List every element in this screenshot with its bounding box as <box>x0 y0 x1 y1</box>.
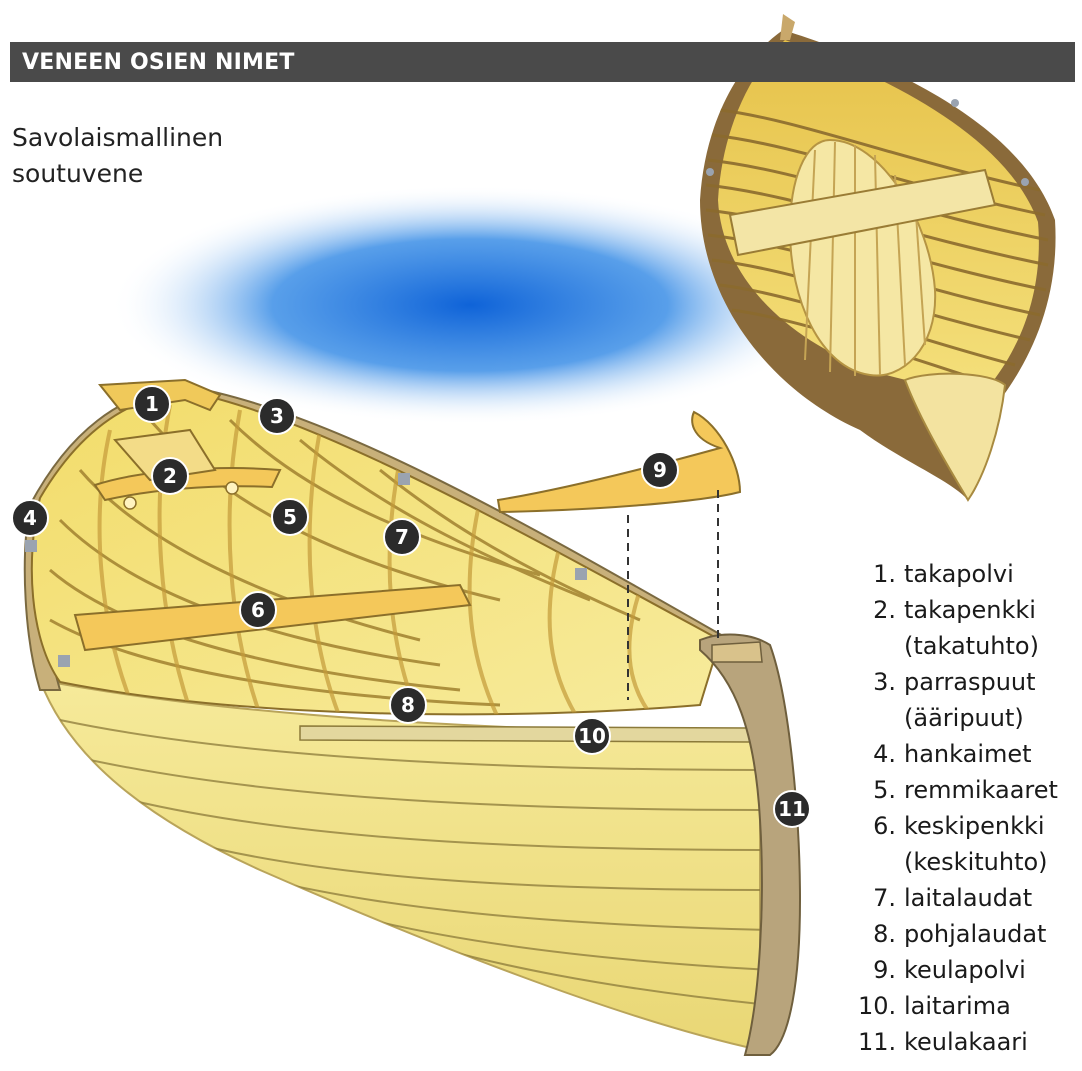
legend-name: parraspuut <box>904 668 1036 696</box>
legend-item: 1. takapolvi <box>858 556 1073 592</box>
parts-legend: 1. takapolvi 2. takapenkki (takatuhto)3. parr… <box>858 556 1073 1060</box>
legend-name: takapenkki <box>904 596 1036 624</box>
part-marker-9: 9 <box>642 452 678 488</box>
part-marker-2: 2 <box>152 458 188 494</box>
marker-label: 10 <box>578 724 606 748</box>
legend-name: laitalaudat <box>904 884 1032 912</box>
legend-alt-name: (ääripuut) <box>904 700 1036 736</box>
legend-name: keulapolvi <box>904 956 1026 984</box>
legend-number: 8. <box>858 916 896 952</box>
part-marker-3: 3 <box>259 398 295 434</box>
subtitle: Savolaismallinen soutuvene <box>12 120 223 192</box>
legend-name: remmikaaret <box>904 776 1058 804</box>
legend-item: 10. laitarima <box>858 988 1073 1024</box>
part-marker-5: 5 <box>272 499 308 535</box>
legend-number: 6. <box>858 808 896 880</box>
marker-label: 1 <box>145 392 159 416</box>
marker-label: 2 <box>163 464 177 488</box>
part-marker-1: 1 <box>134 386 170 422</box>
part-marker-8: 8 <box>390 687 426 723</box>
legend-name: pohjalaudat <box>904 920 1046 948</box>
legend-name: keulakaari <box>904 1028 1028 1056</box>
part-marker-10: 10 <box>574 718 610 754</box>
marker-label: 9 <box>653 458 667 482</box>
legend-name: takapolvi <box>904 560 1014 588</box>
legend-number: 3. <box>858 664 896 736</box>
overhead-boat <box>700 14 1056 500</box>
marker-label: 7 <box>395 525 409 549</box>
legend-number: 9. <box>858 952 896 988</box>
part-marker-6: 6 <box>240 592 276 628</box>
bow-knee <box>498 412 740 512</box>
part-marker-11: 11 <box>774 791 810 827</box>
legend-item: 11. keulakaari <box>858 1024 1073 1060</box>
legend-number: 10. <box>858 988 896 1024</box>
marker-label: 3 <box>270 404 284 428</box>
legend-number: 1. <box>858 556 896 592</box>
marker-label: 5 <box>283 505 297 529</box>
legend-item: 8. pohjalaudat <box>858 916 1073 952</box>
legend-name: hankaimet <box>904 740 1032 768</box>
header-title: VENEEN OSIEN NIMET <box>22 50 295 75</box>
legend-item: 6. keskipenkki (keskituhto) <box>858 808 1073 880</box>
marker-label: 6 <box>251 598 265 622</box>
legend-item: 4. hankaimet <box>858 736 1073 772</box>
legend-item: 7. laitalaudat <box>858 880 1073 916</box>
legend-item: 3. parraspuut (ääripuut) <box>858 664 1073 736</box>
legend-alt-name: (keskituhto) <box>904 844 1048 880</box>
marker-label: 4 <box>23 506 37 530</box>
legend-number: 2. <box>858 592 896 664</box>
legend-item: 5. remmikaaret <box>858 772 1073 808</box>
legend-item: 9. keulapolvi <box>858 952 1073 988</box>
legend-item: 2. takapenkki (takatuhto) <box>858 592 1073 664</box>
part-marker-4: 4 <box>12 500 48 536</box>
legend-number: 4. <box>858 736 896 772</box>
legend-name: keskipenkki <box>904 812 1045 840</box>
legend-number: 7. <box>858 880 896 916</box>
marker-label: 8 <box>401 693 415 717</box>
legend-number: 11. <box>858 1024 896 1060</box>
marker-label: 11 <box>778 797 806 821</box>
legend-alt-name: (takatuhto) <box>904 628 1039 664</box>
legend-name: laitarima <box>904 992 1011 1020</box>
legend-number: 5. <box>858 772 896 808</box>
part-marker-7: 7 <box>384 519 420 555</box>
